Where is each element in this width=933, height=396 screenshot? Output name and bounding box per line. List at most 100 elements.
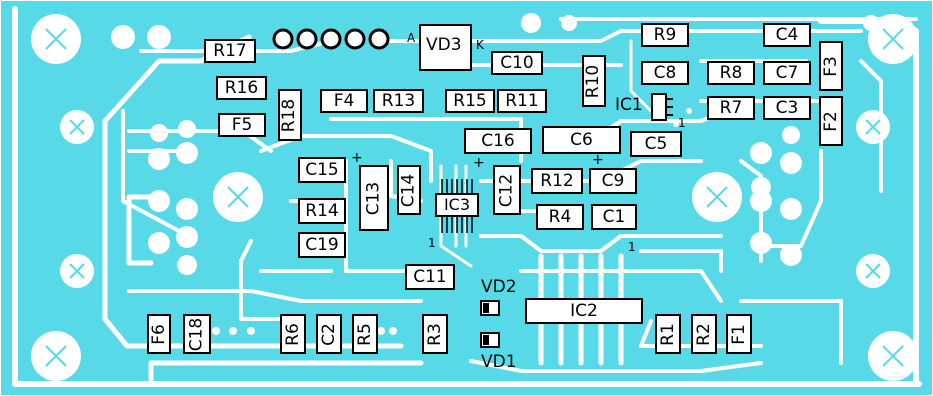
component-f4[interactable]: F4 — [320, 89, 368, 113]
component-r3[interactable]: R3 — [422, 314, 448, 354]
ic1-pin1-mark: 1 — [678, 116, 686, 130]
component-label: C2 — [318, 322, 339, 346]
component-label: R17 — [213, 40, 247, 61]
component-label: C11 — [413, 266, 447, 287]
component-label: R3 — [424, 322, 445, 346]
component-r10[interactable]: R10 — [582, 55, 606, 107]
component-label: C7 — [775, 62, 799, 83]
component-r2[interactable]: R2 — [691, 314, 717, 354]
component-label: C12 — [496, 173, 517, 207]
component-c8[interactable]: C8 — [641, 61, 689, 85]
component-label: R15 — [453, 90, 487, 111]
component-label: C19 — [305, 234, 339, 255]
component-label: R7 — [719, 97, 743, 118]
component-r18[interactable]: R18 — [278, 89, 302, 141]
ic2-body[interactable]: IC2 — [525, 298, 643, 324]
component-label: C4 — [775, 24, 799, 45]
component-label: R16 — [224, 77, 259, 98]
component-r11[interactable]: R11 — [497, 89, 547, 113]
component-label: C3 — [775, 97, 799, 118]
component-r17[interactable]: R17 — [204, 39, 256, 63]
component-r12[interactable]: R12 — [531, 168, 583, 194]
component-label: R11 — [505, 90, 539, 111]
component-label: R2 — [693, 322, 714, 346]
component-label: F3 — [820, 55, 841, 77]
ic2-pin1-mark: 1 — [628, 240, 636, 254]
component-label: F1 — [728, 323, 749, 345]
component-c2[interactable]: C2 — [316, 314, 342, 354]
component-c6[interactable]: C6 — [542, 126, 621, 154]
ic3-body[interactable]: IC3 — [435, 193, 479, 217]
component-f5[interactable]: F5 — [218, 113, 266, 137]
component-label: F2 — [820, 110, 841, 132]
component-c14[interactable]: C14 — [397, 165, 421, 215]
component-r8[interactable]: R8 — [707, 61, 755, 85]
component-f6[interactable]: F6 — [147, 314, 171, 354]
component-label: C14 — [398, 173, 419, 207]
component-label: C9 — [601, 170, 625, 191]
component-label: R5 — [354, 322, 375, 346]
component-vd3-label: VD3 — [426, 35, 462, 55]
component-label: R18 — [279, 98, 300, 132]
cathode-mark: K — [476, 38, 484, 52]
component-label: R10 — [583, 64, 604, 98]
component-label: C6 — [570, 129, 593, 150]
component-label: C15 — [305, 159, 339, 180]
component-label: C16 — [481, 130, 515, 151]
component-c16[interactable]: C16 — [464, 128, 532, 154]
ic2-label: IC2 — [570, 300, 598, 321]
component-r1[interactable]: R1 — [655, 314, 681, 354]
component-f2[interactable]: F2 — [819, 96, 843, 146]
ic1-label: IC1 — [615, 95, 643, 115]
polarity-plus-mark: + — [351, 150, 363, 166]
component-c1[interactable]: C1 — [591, 204, 637, 230]
component-f1[interactable]: F1 — [726, 314, 752, 354]
component-label: C10 — [500, 52, 534, 73]
component-c7[interactable]: C7 — [763, 61, 811, 85]
component-label: R8 — [719, 62, 743, 83]
component-c5[interactable]: C5 — [630, 131, 682, 157]
polarity-plus-mark: + — [473, 155, 485, 171]
component-r15[interactable]: R15 — [445, 89, 495, 113]
component-label: R9 — [653, 24, 677, 45]
component-label: C13 — [363, 181, 384, 215]
component-c18[interactable]: C18 — [183, 314, 211, 354]
anode-mark: A — [407, 31, 416, 45]
component-label: R1 — [657, 322, 678, 346]
component-c15[interactable]: C15 — [298, 157, 346, 183]
component-label: C18 — [186, 317, 207, 351]
component-r4[interactable]: R4 — [536, 204, 584, 230]
component-r6[interactable]: R6 — [280, 314, 306, 354]
component-r13[interactable]: R13 — [373, 89, 424, 113]
component-label: F4 — [333, 90, 355, 111]
component-r7[interactable]: R7 — [707, 96, 755, 120]
component-c4[interactable]: C4 — [763, 23, 811, 47]
component-label: R4 — [548, 206, 572, 227]
component-c19[interactable]: C19 — [298, 232, 346, 258]
component-c12[interactable]: C12 — [493, 165, 521, 215]
component-f3[interactable]: F3 — [819, 41, 843, 91]
component-label: C1 — [602, 206, 626, 227]
component-label: R13 — [381, 90, 416, 111]
mounting-hole-icons — [31, 14, 918, 381]
component-r16[interactable]: R16 — [216, 76, 267, 100]
ic3-label: IC3 — [443, 195, 471, 214]
component-label: F6 — [148, 323, 169, 345]
vd1-label: VD1 — [481, 352, 517, 372]
component-label: C5 — [644, 133, 668, 154]
component-label: R14 — [305, 200, 339, 221]
ic3-pin1-mark: 1 — [428, 236, 436, 250]
component-r9[interactable]: R9 — [641, 23, 689, 47]
component-c13[interactable]: C13 — [359, 165, 389, 231]
component-label: C8 — [653, 62, 677, 83]
vd2-label: VD2 — [481, 277, 517, 297]
polarity-plus-mark: + — [592, 152, 604, 168]
component-c10[interactable]: C10 — [491, 51, 543, 75]
component-c3[interactable]: C3 — [763, 96, 811, 120]
component-c11[interactable]: C11 — [405, 264, 455, 290]
component-c9[interactable]: C9 — [589, 168, 637, 194]
component-label: R12 — [540, 170, 574, 191]
component-r14[interactable]: R14 — [298, 198, 346, 224]
component-r5[interactable]: R5 — [352, 314, 378, 354]
